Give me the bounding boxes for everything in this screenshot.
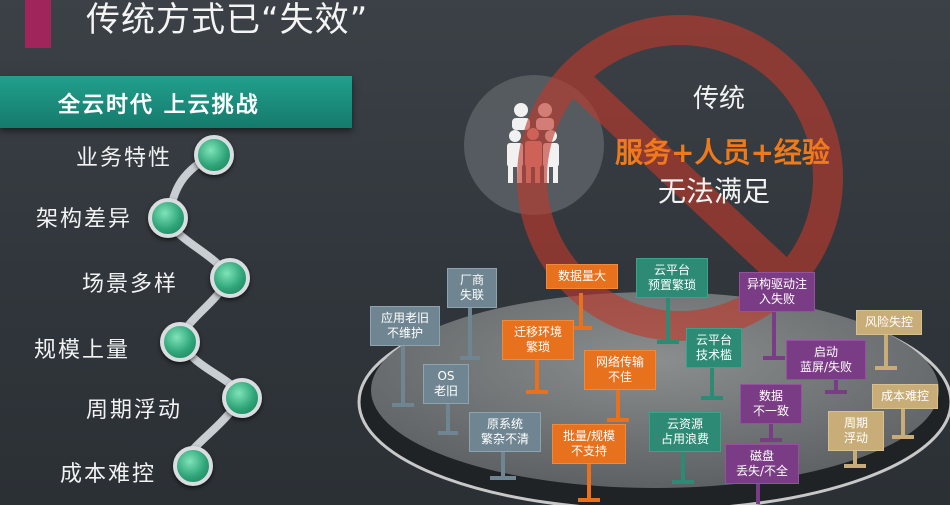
factor-architecture: 架构差异 <box>36 207 133 232</box>
section-banner: 全云时代 上云挑战 <box>0 76 352 128</box>
sign-cloud-threshold: 云平台 技术槛 <box>686 328 742 368</box>
factor-scale: 规模上量 <box>34 338 131 363</box>
sign-risk-out-of-control: 风险失控 <box>856 310 922 335</box>
factor-node-5 <box>222 378 262 418</box>
sign-cost-hard: 成本难控 <box>872 384 938 409</box>
sign-large-data: 数据量大 <box>546 264 618 289</box>
sign-cycle-float: 周期 浮动 <box>828 411 884 451</box>
sign-driver-injection: 异构驱动注 入失败 <box>739 272 815 312</box>
sign-resource-waste: 云资源 占用浪费 <box>649 412 721 452</box>
sign-disk-lost: 磁盘 丢失/不全 <box>725 444 799 484</box>
section-banner-label: 全云时代 上云挑战 <box>58 93 260 118</box>
title-accent-bar <box>25 0 51 48</box>
factor-node-3 <box>210 258 250 298</box>
sign-vendor-lost: 厂商 失联 <box>447 268 497 308</box>
sign-boot-bluescreen: 启动 蓝屏/失败 <box>786 340 866 380</box>
factor-node-2 <box>148 198 188 238</box>
factor-business: 业务特性 <box>76 146 173 171</box>
sign-data-inconsistent: 数据 不一致 <box>740 384 802 424</box>
factor-node-6 <box>173 446 213 486</box>
sign-legacy-app: 应用老旧 不维护 <box>370 306 440 346</box>
page-title: 传统方式已“失效” <box>86 0 369 40</box>
sign-migration-env: 迁移环境 繁琐 <box>502 320 574 360</box>
sign-complex-system: 原系统 繁杂不清 <box>469 412 541 452</box>
callout-line-traditional: 传统 <box>693 84 746 114</box>
sign-old-os: OS 老旧 <box>423 364 469 404</box>
factor-node-4 <box>160 322 200 362</box>
sign-cloud-preset: 云平台 预置繁琐 <box>636 258 708 298</box>
factor-cost: 成本难控 <box>60 462 157 487</box>
factor-cycle: 周期浮动 <box>86 398 183 423</box>
sign-network-poor: 网络传输 不佳 <box>584 350 656 390</box>
sign-batch-unsupported: 批量/规模 不支持 <box>552 424 626 464</box>
factor-node-1 <box>194 135 234 175</box>
callout-line-unable: 无法满足 <box>658 175 771 208</box>
callout-line-service: 服务+人员+经验 <box>615 136 830 169</box>
factor-scenario: 场景多样 <box>82 272 179 297</box>
